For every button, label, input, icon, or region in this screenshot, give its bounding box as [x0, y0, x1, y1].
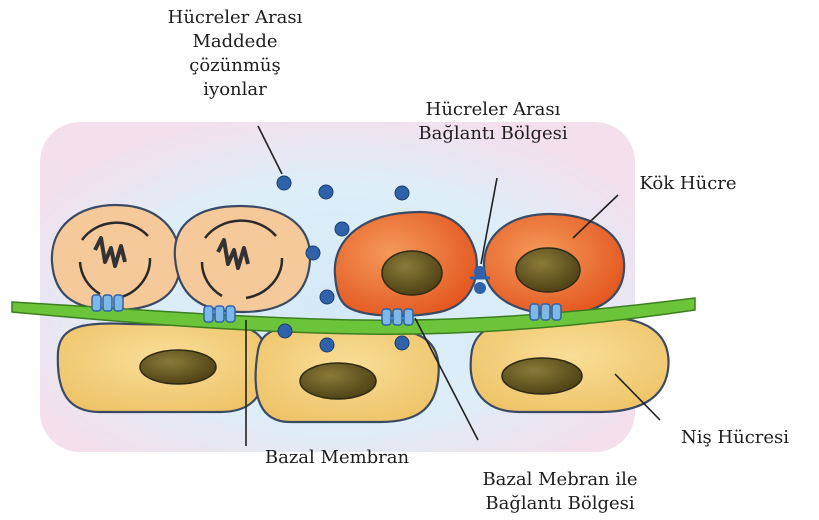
ion [320, 290, 334, 304]
ion [319, 185, 333, 199]
nucleus [140, 350, 216, 384]
basal-junction-4 [530, 304, 561, 320]
label-line: Bazal Membran [232, 446, 442, 470]
ion [395, 186, 409, 200]
label-basal-membrane: Bazal Membran [232, 446, 442, 470]
label-line: Bazal Mebran ile [455, 468, 665, 492]
ion [335, 222, 349, 236]
label-line: Hücreler Arası [383, 98, 603, 122]
label-line: iyonlar [140, 78, 330, 102]
label-line: Bağlantı Bölgesi [383, 122, 603, 146]
label-line: Niş Hücresi [660, 426, 810, 450]
ion [395, 336, 409, 350]
label-intercellular-ions: Hücreler Arası Maddede çözünmüş iyonlar [140, 6, 330, 102]
nucleus [516, 248, 580, 292]
nucleus [502, 358, 582, 394]
label-line: Hücreler Arası [140, 6, 330, 30]
niche-cell-middle [256, 327, 439, 422]
basal-junction-2 [204, 306, 235, 322]
label-basal-membrane-junction: Bazal Mebran ile Bağlantı Bölgesi [455, 468, 665, 516]
stem-cell-right [484, 214, 624, 314]
label-line: Kök Hücre [618, 172, 758, 196]
label-stem-cell: Kök Hücre [618, 172, 758, 196]
nucleus [382, 251, 442, 295]
nucleus [300, 363, 376, 399]
ion [306, 246, 320, 260]
label-intercellular-junction: Hücreler Arası Bağlantı Bölgesi [383, 98, 603, 146]
ion [277, 176, 291, 190]
label-line: çözünmüş [140, 54, 330, 78]
label-line: Maddede [140, 30, 330, 54]
ion [278, 324, 292, 338]
dividing-cell-left [52, 205, 180, 310]
label-niche-cell: Niş Hücresi [660, 426, 810, 450]
dividing-cell-right [175, 206, 310, 312]
basal-junction-3 [382, 309, 413, 325]
ion [320, 338, 334, 352]
basal-junction-1 [92, 295, 123, 311]
niche-cell-left [58, 324, 267, 412]
label-line: Bağlantı Bölgesi [455, 492, 665, 516]
